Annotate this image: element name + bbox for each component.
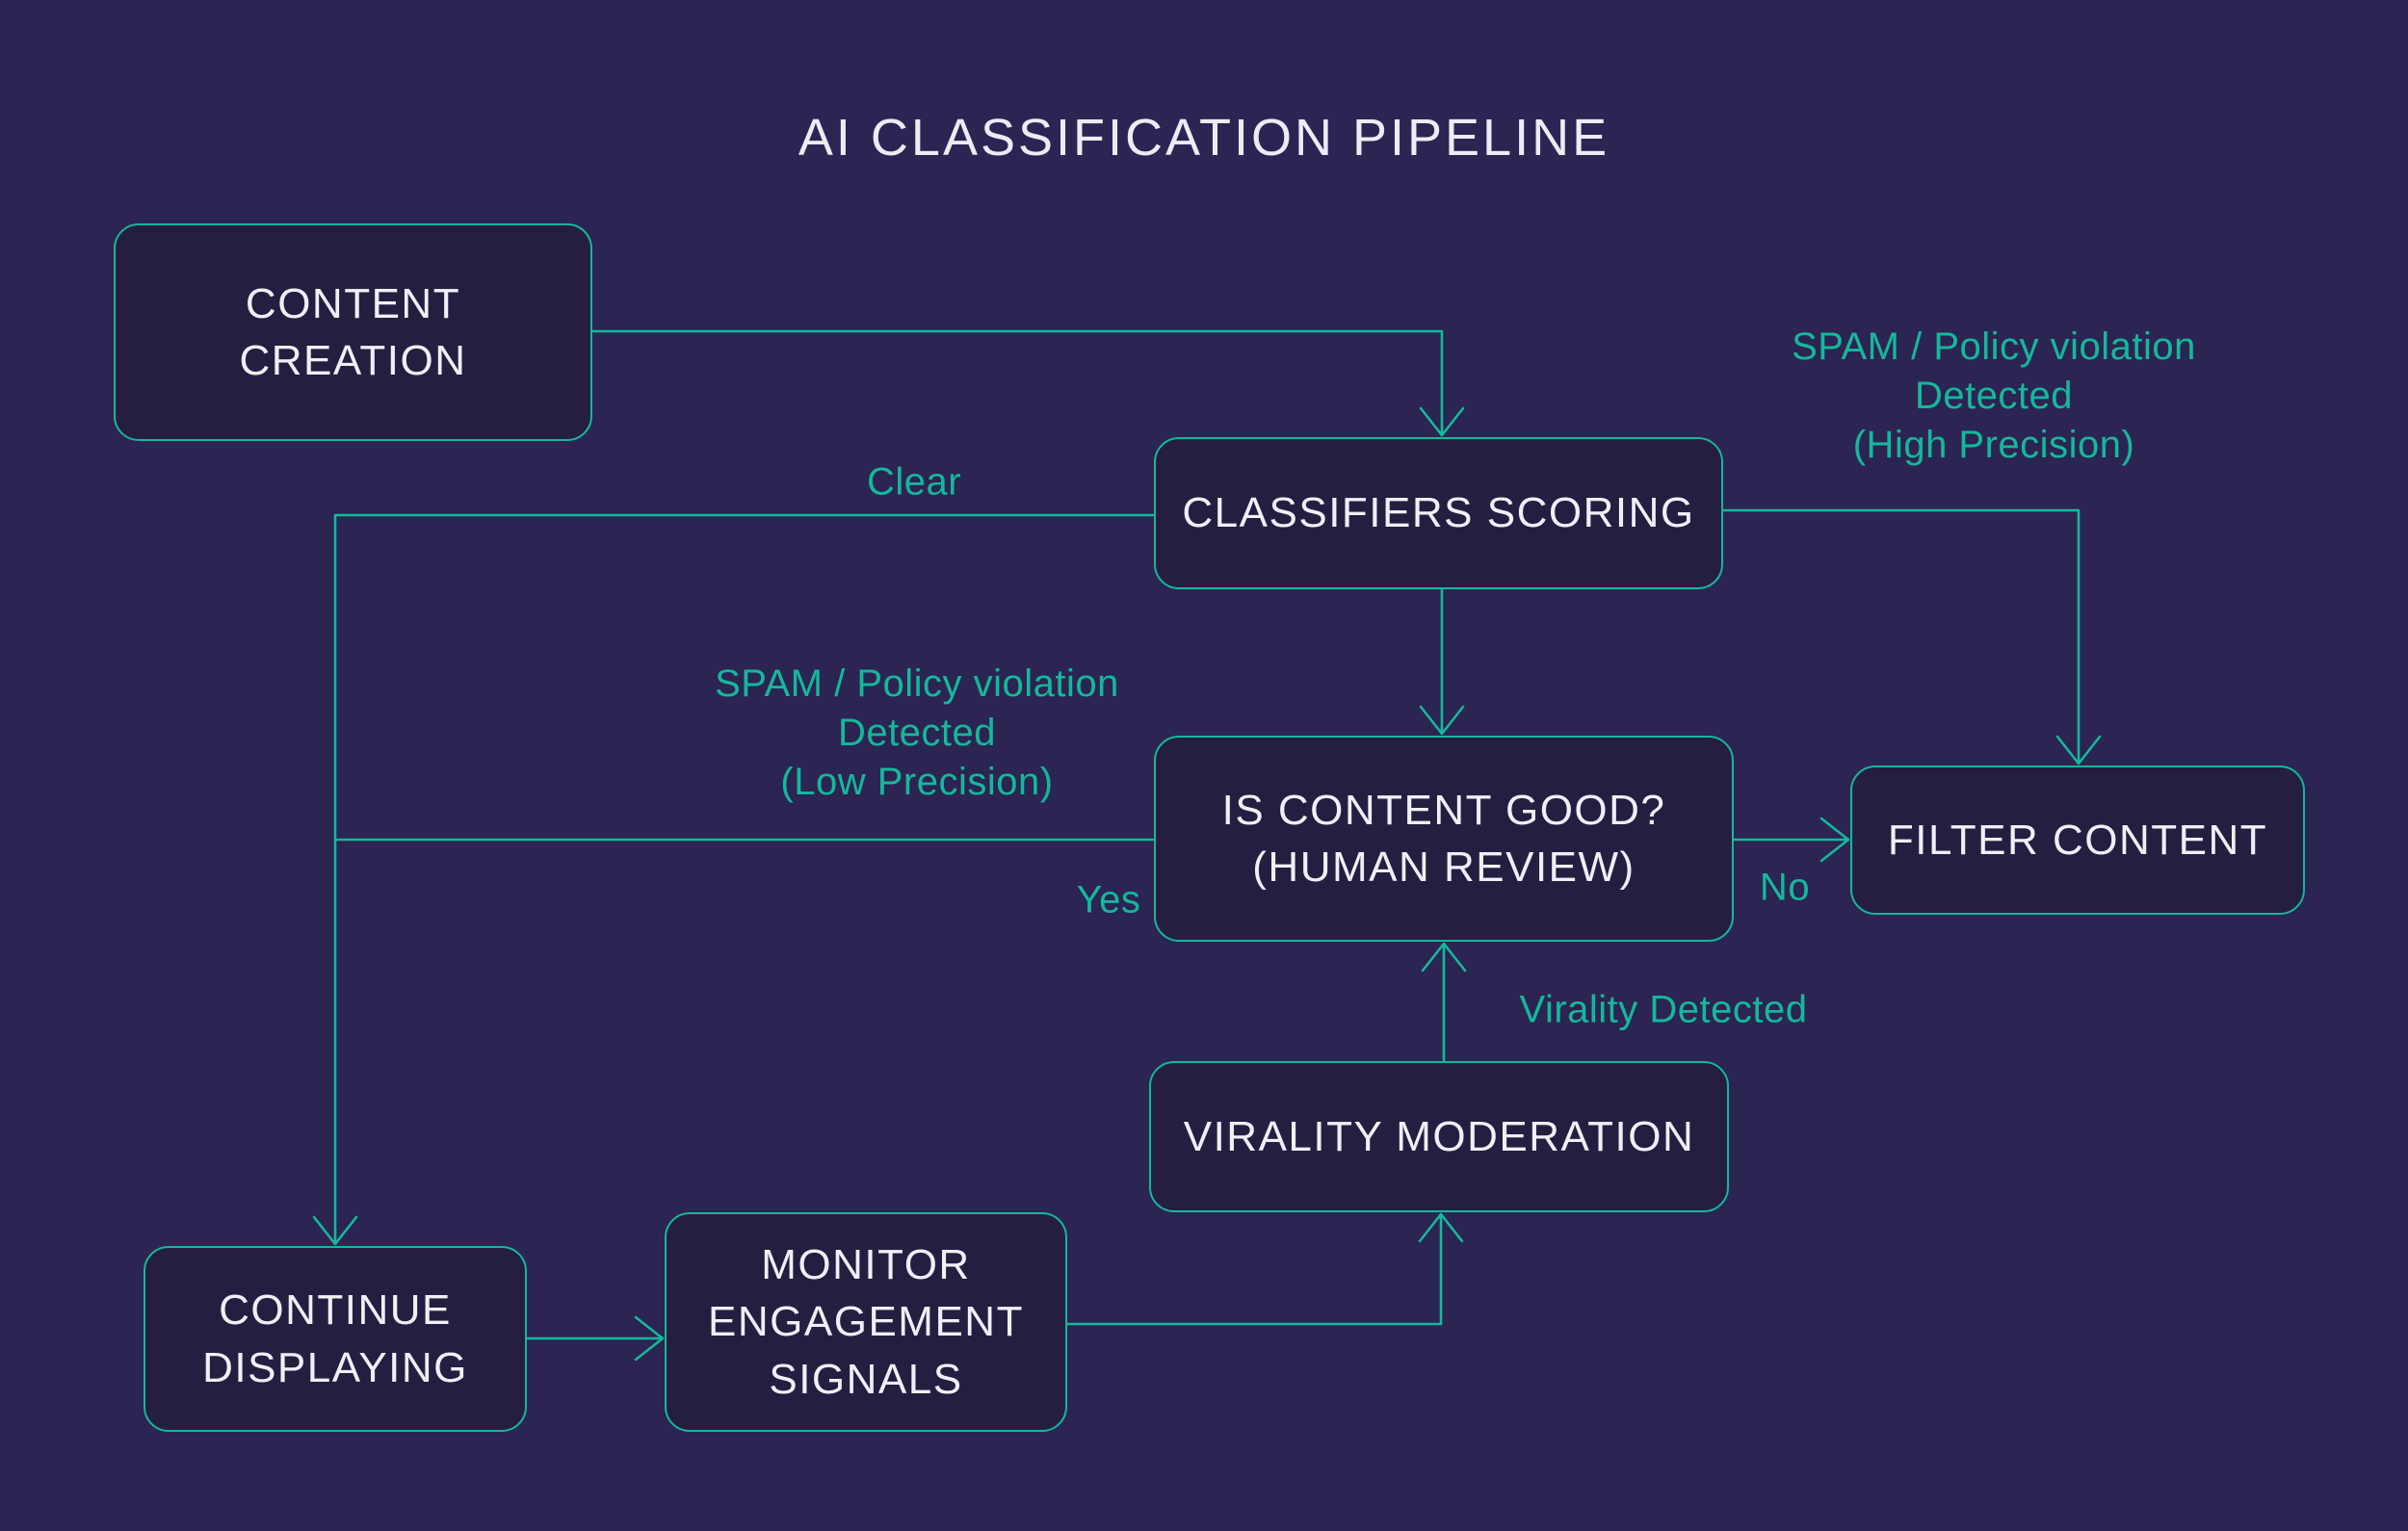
node-classifiers-scoring: CLASSIFIERS SCORING [1154, 437, 1723, 589]
edge-content-creation-to-classifiers [590, 329, 1465, 437]
edge-label-virality-detected: Virality Detected [1519, 988, 1808, 1031]
edge-classifiers-high-precision-to-filter [1721, 508, 2102, 766]
node-content-creation: CONTENT CREATION [114, 223, 592, 441]
edge-label-spam-low-precision: SPAM / Policy violation Detected (Low Pr… [715, 662, 1119, 804]
node-human-review: IS CONTENT GOOD? (HUMAN REVIEW) [1154, 736, 1734, 942]
edge-label-yes: Yes [1076, 878, 1141, 921]
edge-label-spam-high-precision: SPAM / Policy violation Detected (High P… [1792, 325, 2196, 467]
edge-review-no-to-filter [1732, 817, 1850, 863]
node-filter-content: FILTER CONTENT [1850, 766, 2305, 915]
edge-label-no: No [1759, 866, 1811, 909]
edge-virality-to-review [1421, 942, 1467, 1063]
edge-classifiers-low-precision-to-review [1419, 587, 1465, 736]
edge-monitor-to-virality [1065, 1212, 1464, 1326]
node-monitor-engagement-signals: MONITOR ENGAGEMENT SIGNALS [665, 1212, 1067, 1432]
node-continue-displaying: CONTINUE DISPLAYING [144, 1246, 527, 1432]
node-virality-moderation: VIRALITY MODERATION [1149, 1061, 1729, 1212]
edge-classifiers-clear-to-continue [312, 513, 1156, 1246]
diagram-title: AI CLASSIFICATION PIPELINE [798, 109, 1610, 167]
edge-label-clear: Clear [866, 460, 962, 504]
edge-continue-to-monitor [525, 1315, 665, 1362]
